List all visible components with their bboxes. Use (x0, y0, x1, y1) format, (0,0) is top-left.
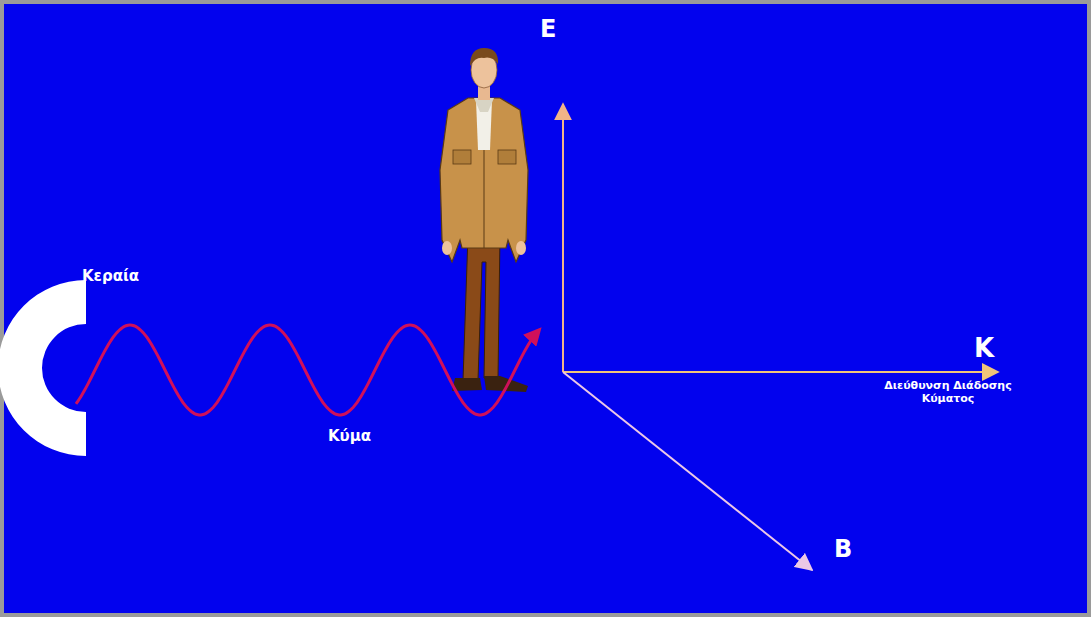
k-axis-label: K (974, 334, 994, 364)
k-axis-arrow (563, 371, 998, 373)
antenna-dish (0, 280, 86, 456)
antenna-label: Κεραία (82, 268, 139, 285)
propagation-direction-label: Διεύθυνση Διάδοσης Κύματος (868, 380, 1028, 405)
e-axis-label: E (540, 16, 556, 44)
b-axis-label: B (834, 536, 852, 564)
man-figure (440, 48, 528, 392)
b-axis-arrow (563, 372, 812, 570)
background (4, 4, 1087, 613)
wave-label: Κύμα (328, 428, 371, 445)
e-axis-arrow (562, 104, 564, 372)
wave-curve (76, 325, 538, 415)
